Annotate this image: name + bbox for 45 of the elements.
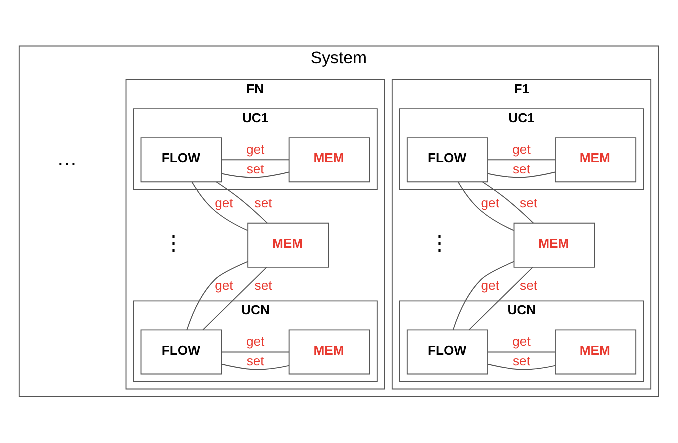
connector bbox=[192, 182, 248, 232]
connector bbox=[488, 160, 556, 161]
edge-label: get bbox=[481, 196, 500, 211]
node-box: FLOW bbox=[406, 138, 488, 183]
connector bbox=[216, 182, 268, 224]
edge-label: set bbox=[513, 161, 530, 176]
connector bbox=[488, 364, 556, 370]
edge-label: set bbox=[520, 196, 538, 211]
edge-label: set bbox=[520, 278, 538, 294]
node-box: FLOW bbox=[406, 330, 488, 375]
connector bbox=[222, 160, 290, 161]
connector bbox=[221, 172, 290, 178]
node-box: FLOW bbox=[140, 330, 222, 375]
node-box: MEM bbox=[514, 222, 596, 268]
node-box: MEM bbox=[288, 330, 370, 375]
node-box: MEM bbox=[248, 222, 330, 268]
label: ⋮ bbox=[430, 232, 451, 256]
connector bbox=[452, 261, 515, 331]
label: ⋮ bbox=[164, 232, 185, 256]
node-box: FLOW bbox=[140, 138, 222, 183]
edge-label: set bbox=[513, 354, 530, 369]
connector bbox=[482, 182, 534, 224]
edge-label: set bbox=[246, 161, 264, 176]
edge-label: set bbox=[254, 196, 272, 211]
connector bbox=[221, 364, 290, 370]
edge-label: set bbox=[246, 354, 264, 369]
connector bbox=[222, 352, 290, 353]
label: … bbox=[56, 147, 78, 170]
node-box: MEM bbox=[555, 330, 637, 375]
node-box: MEM bbox=[555, 138, 637, 183]
connector bbox=[458, 182, 514, 232]
edge-label: get bbox=[481, 278, 500, 294]
edge-label: get bbox=[215, 196, 234, 211]
connector bbox=[202, 267, 268, 331]
connector bbox=[186, 261, 248, 331]
edge-label: get bbox=[215, 278, 234, 294]
connector bbox=[488, 352, 556, 353]
edge-label: get bbox=[512, 142, 531, 157]
connector bbox=[488, 172, 556, 178]
node-box: MEM bbox=[288, 138, 370, 183]
connector bbox=[468, 267, 534, 331]
edge-label: get bbox=[512, 334, 531, 349]
edge-label: get bbox=[246, 334, 265, 349]
edge-label: get bbox=[246, 142, 265, 157]
edge-label: set bbox=[254, 278, 272, 294]
